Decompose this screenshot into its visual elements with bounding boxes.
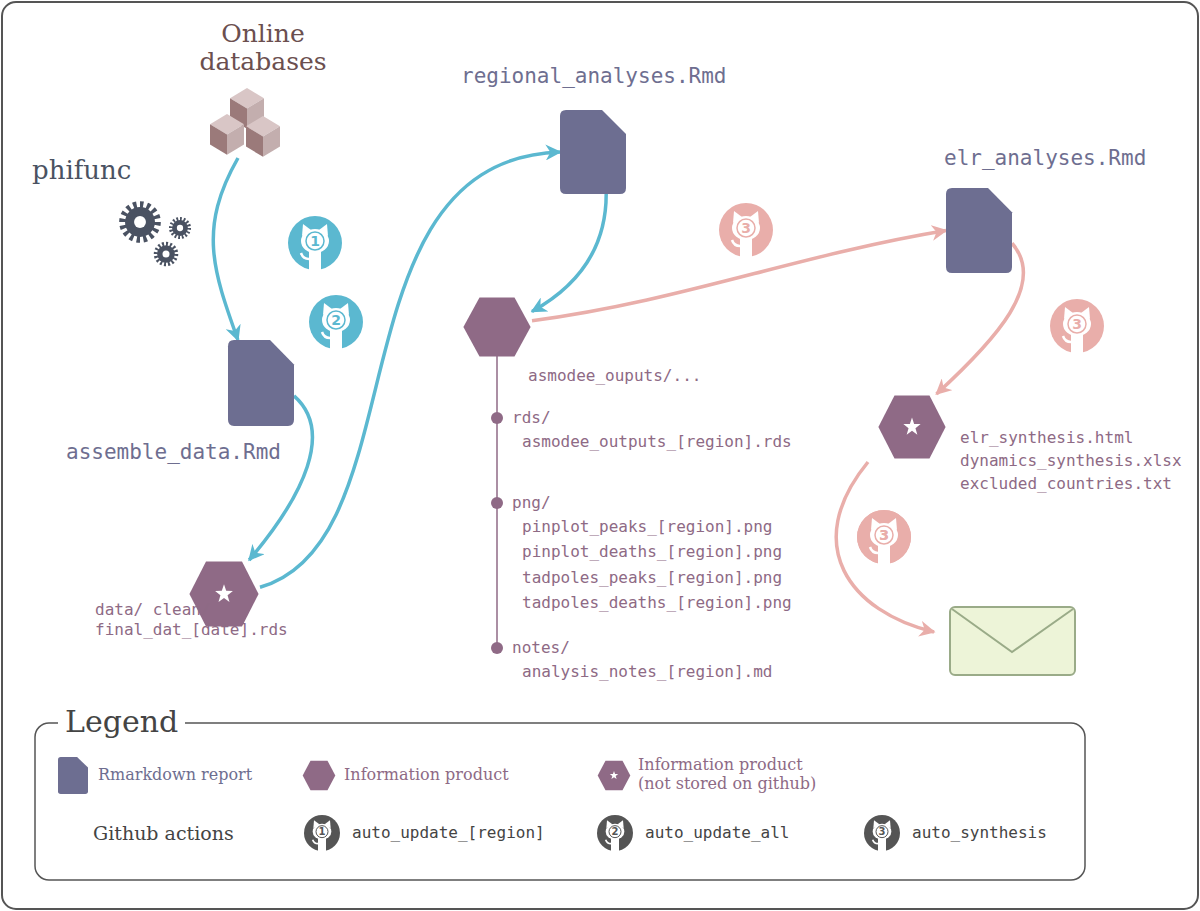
legend-sample (302, 760, 336, 791)
github-icon (864, 815, 900, 851)
node-label: Online databases (188, 20, 338, 75)
github-icon (597, 815, 633, 851)
github-icon (857, 510, 911, 564)
node-text: tadpoles_peaks_[region].png (522, 568, 782, 588)
node-text: asmodee_outputs_[region].rds (522, 432, 792, 452)
callout-number: 2 (331, 313, 341, 327)
information-product: elr_synthesis.htmldynamics_synthesis.xls… (877, 394, 947, 460)
node-label: elr_synthesis.html (960, 428, 1133, 448)
function-package: phifunc (120, 198, 195, 268)
github-icon (1050, 299, 1104, 353)
email-envelope (950, 607, 1075, 675)
document-icon (560, 110, 626, 194)
node-text: excluded_countries.txt (960, 474, 1172, 494)
hexagon-shape (462, 296, 532, 358)
node-label: assemble_data.Rmd (66, 440, 281, 465)
legend-heading: Legend (58, 704, 185, 740)
github-icon (719, 203, 773, 257)
gears-icon (120, 198, 195, 268)
rmarkdown-report: elr_analyses.Rmd (946, 188, 1012, 273)
legend-text: auto_synthesis (912, 823, 1047, 842)
node-text: pinplot_peaks_[region].png (522, 517, 772, 537)
node-label: asmodee_ouputs/... (528, 366, 701, 386)
flow-arrow (213, 158, 238, 340)
node-text: notes/ (512, 638, 570, 658)
document-icon (228, 340, 294, 426)
callout-number: 3 (879, 528, 889, 542)
node-label: phifunc (32, 156, 131, 185)
legend-text: auto_update_all (645, 823, 790, 842)
github-icon (309, 295, 363, 349)
email-arrow (836, 462, 934, 632)
legend-text: Rmarkdown report (98, 765, 252, 784)
database-cubes (208, 88, 283, 158)
hexagon-star-shape (877, 394, 947, 460)
node-label: data/ clean/ final_dat_[date].rds (95, 600, 288, 640)
node-text: rds/ (512, 408, 551, 428)
node-text: pinplot_deaths_[region].png (522, 542, 782, 562)
legend-text: Information product (344, 765, 509, 784)
callout-number: 3 (879, 827, 886, 837)
database-source: Online databases (208, 88, 283, 158)
information-product: data/ clean/ final_dat_[date].rds (188, 560, 260, 628)
flow-arrow (532, 194, 606, 312)
callout-number: 1 (310, 234, 320, 248)
hexagon-star-shape (597, 760, 631, 791)
flow-arrow (532, 231, 946, 321)
legend-frame (35, 723, 1085, 880)
legend-text: auto_update_[region] (352, 823, 545, 842)
node-label: elr_analyses.Rmd (944, 146, 1146, 171)
github-icon (304, 815, 340, 851)
node-text: png/ (512, 493, 551, 513)
rmarkdown-report: assemble_data.Rmd (228, 340, 294, 426)
node-label: regional_analyses.Rmd (461, 64, 727, 89)
flow-arrow (260, 152, 560, 587)
node-text: dynamics_synthesis.xlsx (960, 451, 1182, 471)
callout-number: 1 (319, 827, 326, 837)
node-text: analysis_notes_[region].md (522, 662, 772, 682)
callout-number: 2 (612, 827, 619, 837)
rmarkdown-report: regional_analyses.Rmd (560, 110, 626, 194)
node-text: tadpoles_deaths_[region].png (522, 593, 792, 613)
information-product: asmodee_ouputs/...rds/asmodee_outputs_[r… (462, 296, 532, 358)
legend-heading: Github actions (93, 822, 234, 845)
document-icon (946, 188, 1012, 273)
github-icon (857, 510, 911, 564)
legend-sample (597, 760, 631, 791)
document-icon (58, 757, 88, 794)
legend-sample (58, 757, 88, 794)
hexagon-shape (302, 760, 336, 791)
legend-text: Information product (not stored on githu… (638, 755, 838, 793)
callout-number: 3 (741, 221, 751, 235)
callout-number: 3 (1072, 317, 1082, 331)
github-icon (288, 216, 342, 270)
